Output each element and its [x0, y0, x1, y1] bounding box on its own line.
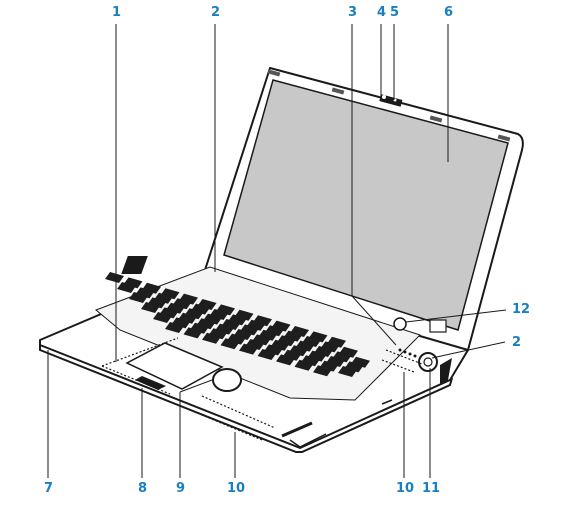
keyboard-key	[276, 354, 295, 366]
callout-4: 4	[377, 5, 387, 20]
callout-8: 8	[138, 481, 148, 496]
callout-7: 7	[44, 481, 54, 496]
callout-1: 1	[112, 5, 122, 20]
status-indicators	[398, 348, 417, 358]
touch-sensor-round	[212, 368, 242, 392]
support-button	[393, 317, 407, 331]
callout-12: 12	[512, 302, 531, 317]
keyboard-key	[313, 365, 332, 377]
keyboard-key	[338, 366, 357, 377]
callout-10-right: 10	[396, 481, 415, 496]
callout-2-top: 2	[211, 5, 221, 20]
callout-2-right: 2	[512, 335, 522, 350]
keyboard-keys	[105, 272, 370, 377]
webcam-lens	[382, 95, 386, 99]
keyboard-key	[183, 327, 203, 339]
callout-10-bottom: 10	[227, 481, 246, 496]
callout-5: 5	[390, 5, 400, 20]
leader-lines	[47, 24, 507, 478]
dotted-highlights	[101, 337, 423, 441]
keyboard-key	[117, 282, 136, 293]
callout-11: 11	[422, 481, 441, 496]
keyboard-key	[129, 292, 148, 303]
hinge-left	[121, 256, 148, 274]
laptop-base	[39, 266, 469, 453]
touchpad	[125, 342, 224, 390]
power-button	[418, 352, 438, 372]
keyboard-key	[105, 272, 124, 283]
keyboard-key	[239, 343, 258, 355]
keyboard-key	[141, 302, 160, 313]
callout-6: 6	[444, 5, 454, 20]
keyboard-key	[220, 338, 240, 350]
keyboard-key	[257, 349, 277, 360]
screen	[223, 79, 509, 331]
fingerprint-sensor	[135, 376, 166, 390]
keyboard-key	[153, 312, 172, 323]
display-lid	[121, 67, 524, 351]
callout-9: 9	[176, 481, 186, 496]
hinge-right	[429, 319, 447, 333]
side-port	[440, 358, 452, 385]
callout-3: 3	[348, 5, 358, 20]
keyboard-key	[165, 322, 184, 333]
keyboard-key	[202, 332, 221, 344]
keyboard-key	[294, 359, 314, 371]
